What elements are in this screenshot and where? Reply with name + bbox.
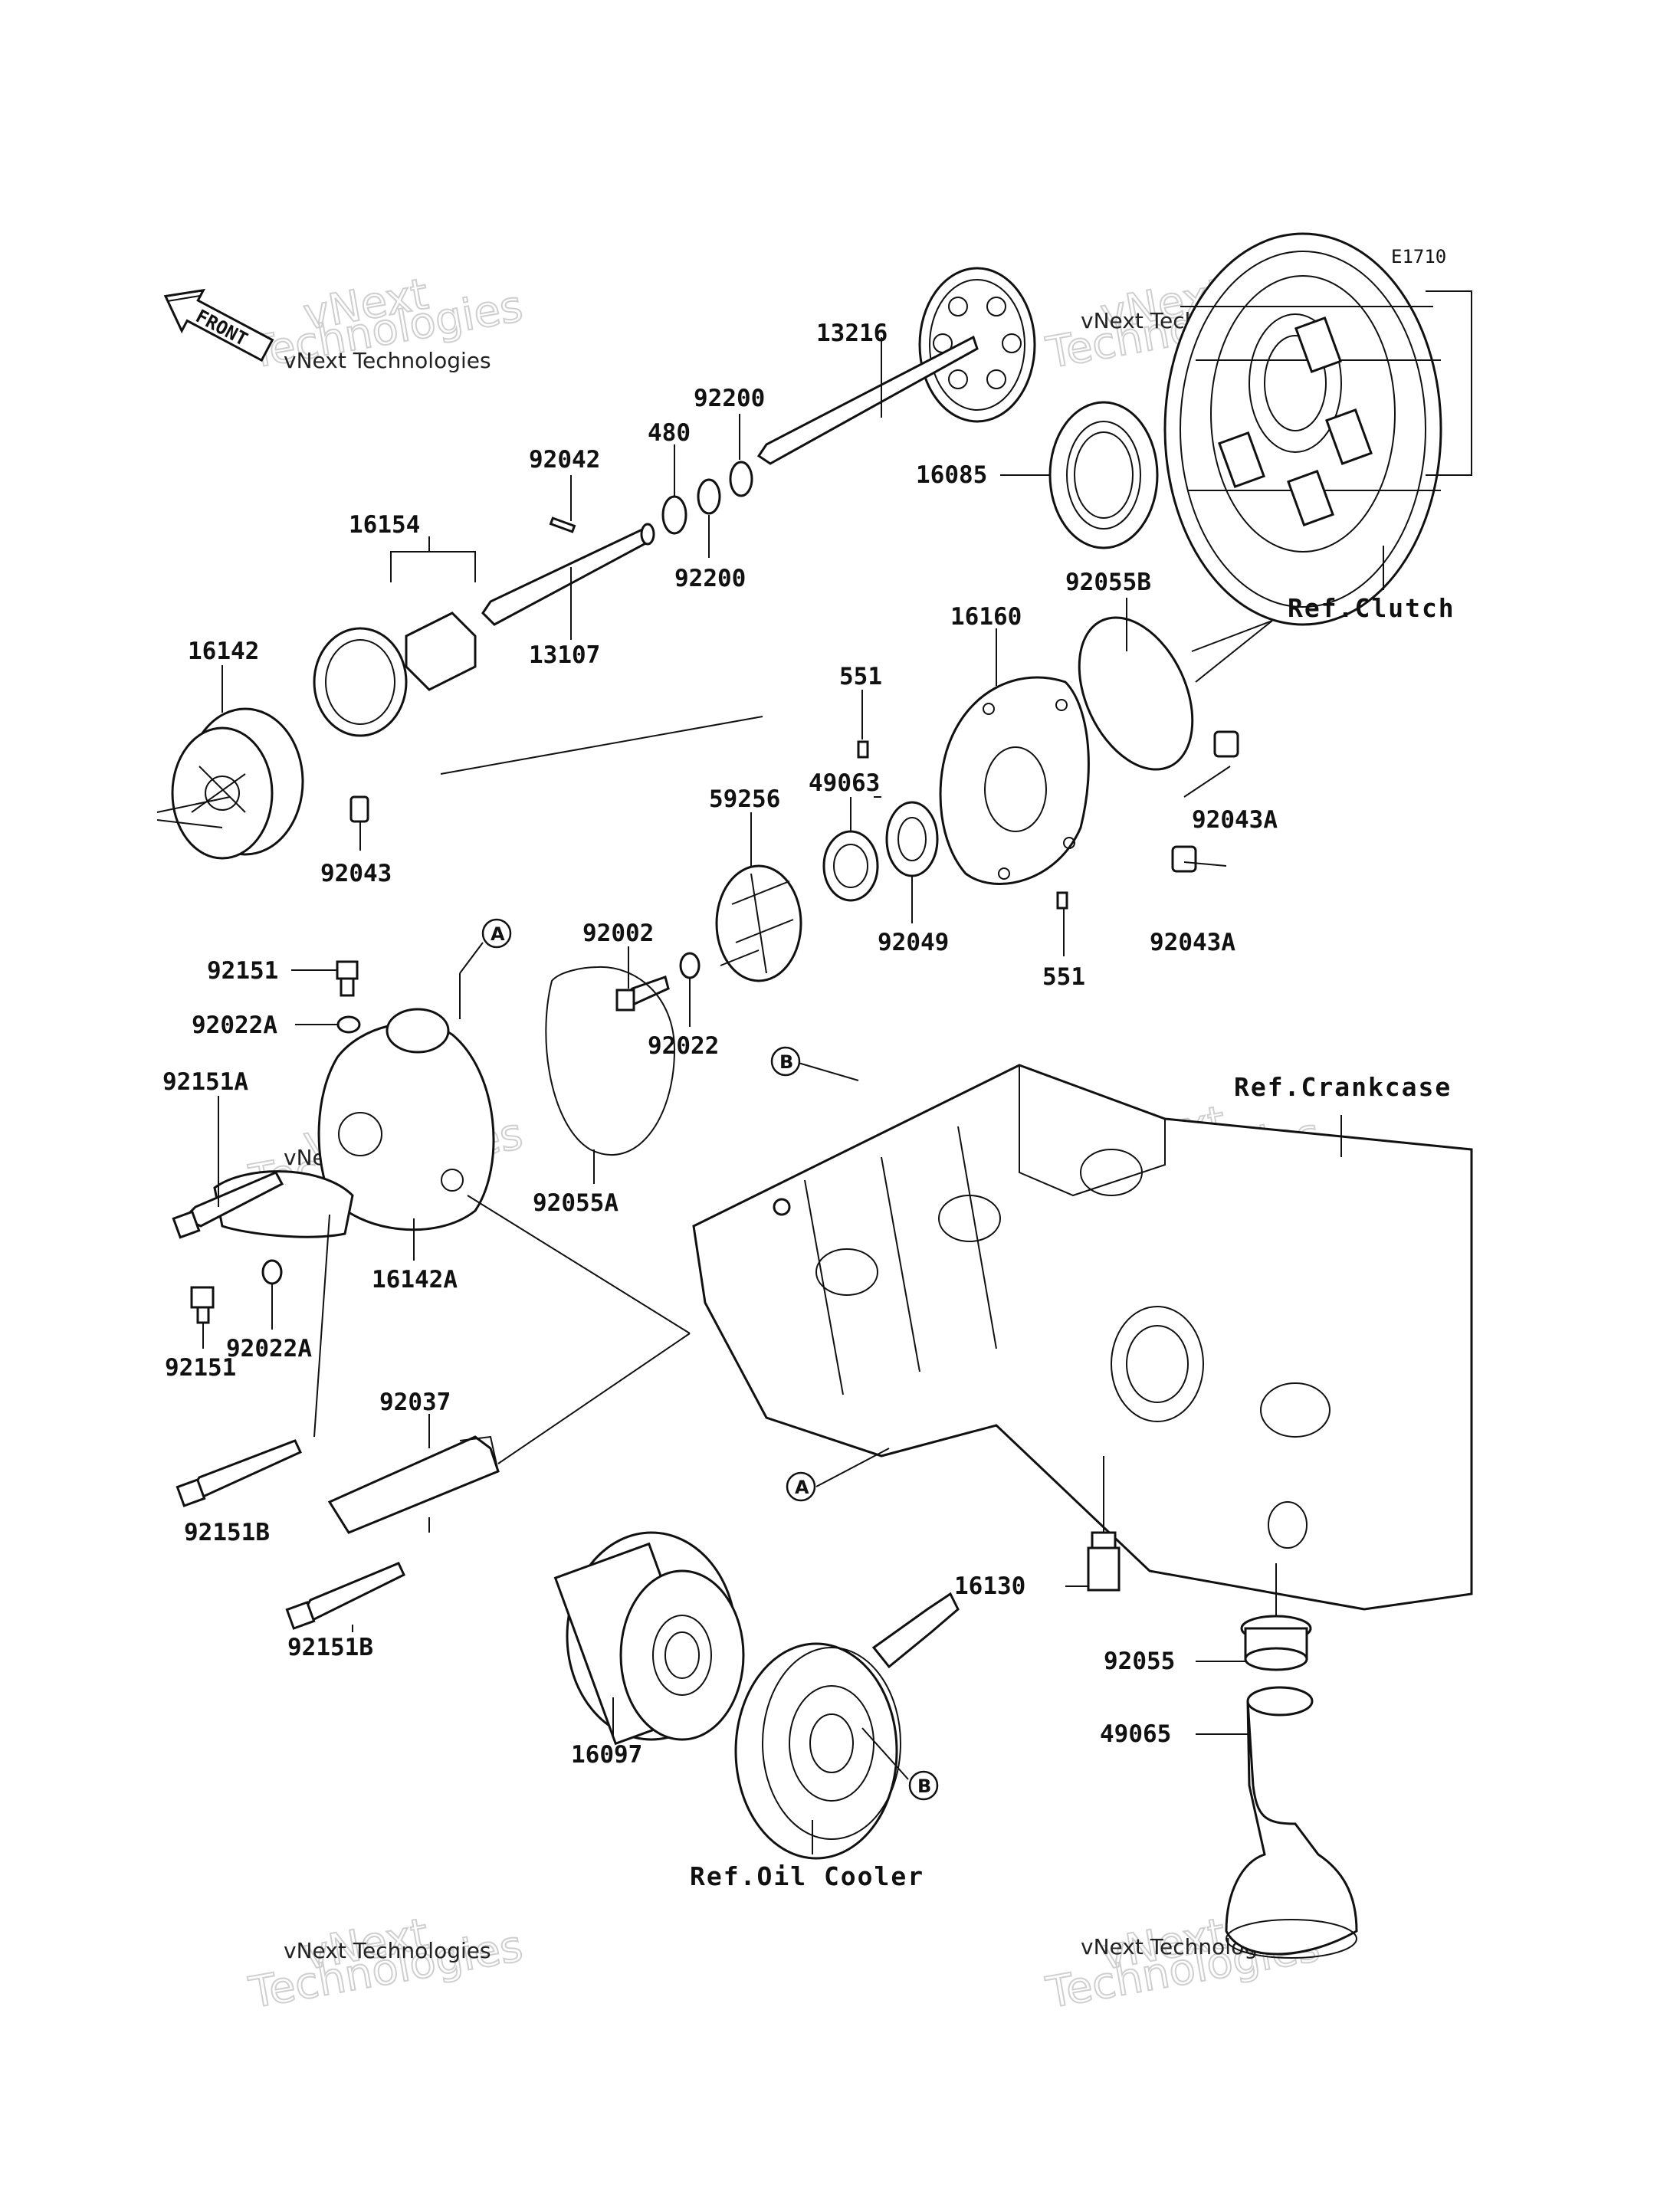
- part-16097-oil-filter: [553, 1531, 745, 1746]
- svg-text:A: A: [491, 923, 505, 945]
- part-59256-impeller: [715, 864, 802, 982]
- label-92151B-bottom: 92151B: [287, 1634, 373, 1661]
- label-92037: 92037: [379, 1389, 451, 1416]
- watermark-bottom-left: Technologies vNext vNext Technologies: [244, 1908, 527, 2019]
- crankcase: [692, 1064, 1473, 1611]
- oil-cooler: [734, 1592, 960, 1860]
- label-551-bottom: 551: [1042, 963, 1085, 991]
- part-13216-shaft-gear: [756, 267, 1036, 465]
- part-16142-rotor: [171, 707, 304, 860]
- callout-B-crankcase: B: [770, 1046, 801, 1077]
- label-16160: 16160: [950, 603, 1022, 631]
- part-16130-switch: [1087, 1531, 1121, 1592]
- label-92200-bottom: 92200: [674, 565, 746, 592]
- part-92002-bolt: [615, 976, 670, 1012]
- callout-A-top: A: [481, 918, 512, 949]
- label-16142: 16142: [188, 638, 259, 665]
- label-92043A-bottom: 92043A: [1150, 929, 1235, 956]
- label-480: 480: [648, 419, 691, 447]
- part-92043A-pin-a: [1213, 730, 1239, 758]
- svg-text:vNext Technologies: vNext Technologies: [284, 1938, 491, 1963]
- part-92151A-bolt: [172, 1171, 284, 1239]
- clutch-assembly: [1163, 232, 1472, 626]
- label-92151B-top: 92151B: [184, 1519, 270, 1546]
- label-92022A-bottom: 92022A: [226, 1335, 312, 1362]
- label-92055B: 92055B: [1065, 569, 1151, 596]
- part-92049-bearing: [885, 801, 939, 877]
- label-16154: 16154: [349, 511, 420, 539]
- part-480-circlip: [661, 495, 687, 535]
- label-16085: 16085: [916, 461, 987, 489]
- part-16085-gear: [1048, 401, 1159, 549]
- label-16097: 16097: [571, 1741, 642, 1769]
- part-92200-washer-b: [697, 478, 721, 515]
- part-92151-bolt-a: [336, 960, 359, 997]
- part-16142A-pump-body: [213, 1008, 495, 1238]
- callout-B-cooler: B: [908, 1770, 939, 1801]
- label-13216: 13216: [816, 320, 888, 347]
- part-49063-seal: [822, 830, 879, 902]
- label-92200-top: 92200: [694, 385, 765, 412]
- label-13107: 13107: [529, 641, 600, 669]
- part-92055A-oring: [545, 966, 676, 1156]
- part-551-dowel-a: [857, 740, 869, 759]
- label-16142A: 16142A: [372, 1266, 458, 1294]
- part-49065-strainer: [1225, 1686, 1358, 1959]
- part-551-dowel-b: [1056, 891, 1068, 910]
- label-551-top: 551: [839, 663, 882, 690]
- label-92022: 92022: [648, 1032, 719, 1060]
- label-92055: 92055: [1104, 1648, 1175, 1675]
- svg-text:vNext Technologies: vNext Technologies: [284, 348, 491, 373]
- part-92043A-pin-b: [1171, 845, 1197, 873]
- diagram-code: E1710: [1391, 246, 1446, 267]
- callout-A-bottom: A: [786, 1471, 816, 1502]
- svg-text:B: B: [917, 1776, 931, 1797]
- label-92042: 92042: [529, 446, 600, 474]
- label-92151-bottom: 92151: [165, 1354, 236, 1382]
- part-92022A-washer-b: [261, 1259, 283, 1285]
- ref-clutch: Ref.Clutch: [1288, 593, 1455, 623]
- svg-text:B: B: [779, 1051, 793, 1073]
- label-49065: 49065: [1100, 1720, 1171, 1748]
- ref-oil-cooler: Ref.Oil Cooler: [690, 1861, 924, 1891]
- part-13107-shaft: [481, 516, 655, 626]
- part-16154-rotor: [313, 612, 477, 737]
- part-92043-pin: [349, 795, 369, 823]
- part-16160-cover: [939, 676, 1090, 885]
- watermark-top-left: Technologies vNext vNext Technologies: [244, 268, 527, 379]
- part-92200-washer-a: [729, 461, 753, 497]
- part-92037-strainer: [327, 1435, 500, 1534]
- part-92055-seal: [1240, 1615, 1312, 1671]
- part-92022A-washer-a: [336, 1015, 361, 1034]
- label-49063: 49063: [809, 769, 880, 797]
- label-92043A-top: 92043A: [1192, 806, 1278, 834]
- label-92151A: 92151A: [162, 1068, 248, 1096]
- label-92002: 92002: [582, 920, 654, 947]
- part-92151-bolt-b: [190, 1286, 215, 1324]
- front-arrow-icon: FRONT: [163, 288, 274, 362]
- label-92022A-top: 92022A: [192, 1012, 277, 1039]
- part-92055B-oring: [1078, 616, 1194, 771]
- ref-crankcase: Ref.Crankcase: [1234, 1072, 1452, 1102]
- part-92151B-bolt-b: [285, 1562, 405, 1630]
- label-92151-top: 92151: [207, 957, 278, 985]
- label-92043: 92043: [320, 860, 392, 887]
- part-92151B-bolt-a: [176, 1439, 302, 1507]
- part-92022-washer: [679, 952, 701, 979]
- label-92049: 92049: [878, 929, 949, 956]
- leader-lines: [156, 337, 1384, 1854]
- svg-text:A: A: [795, 1477, 809, 1498]
- label-16130: 16130: [954, 1572, 1025, 1600]
- label-92055A: 92055A: [533, 1189, 619, 1217]
- label-59256: 59256: [709, 785, 780, 813]
